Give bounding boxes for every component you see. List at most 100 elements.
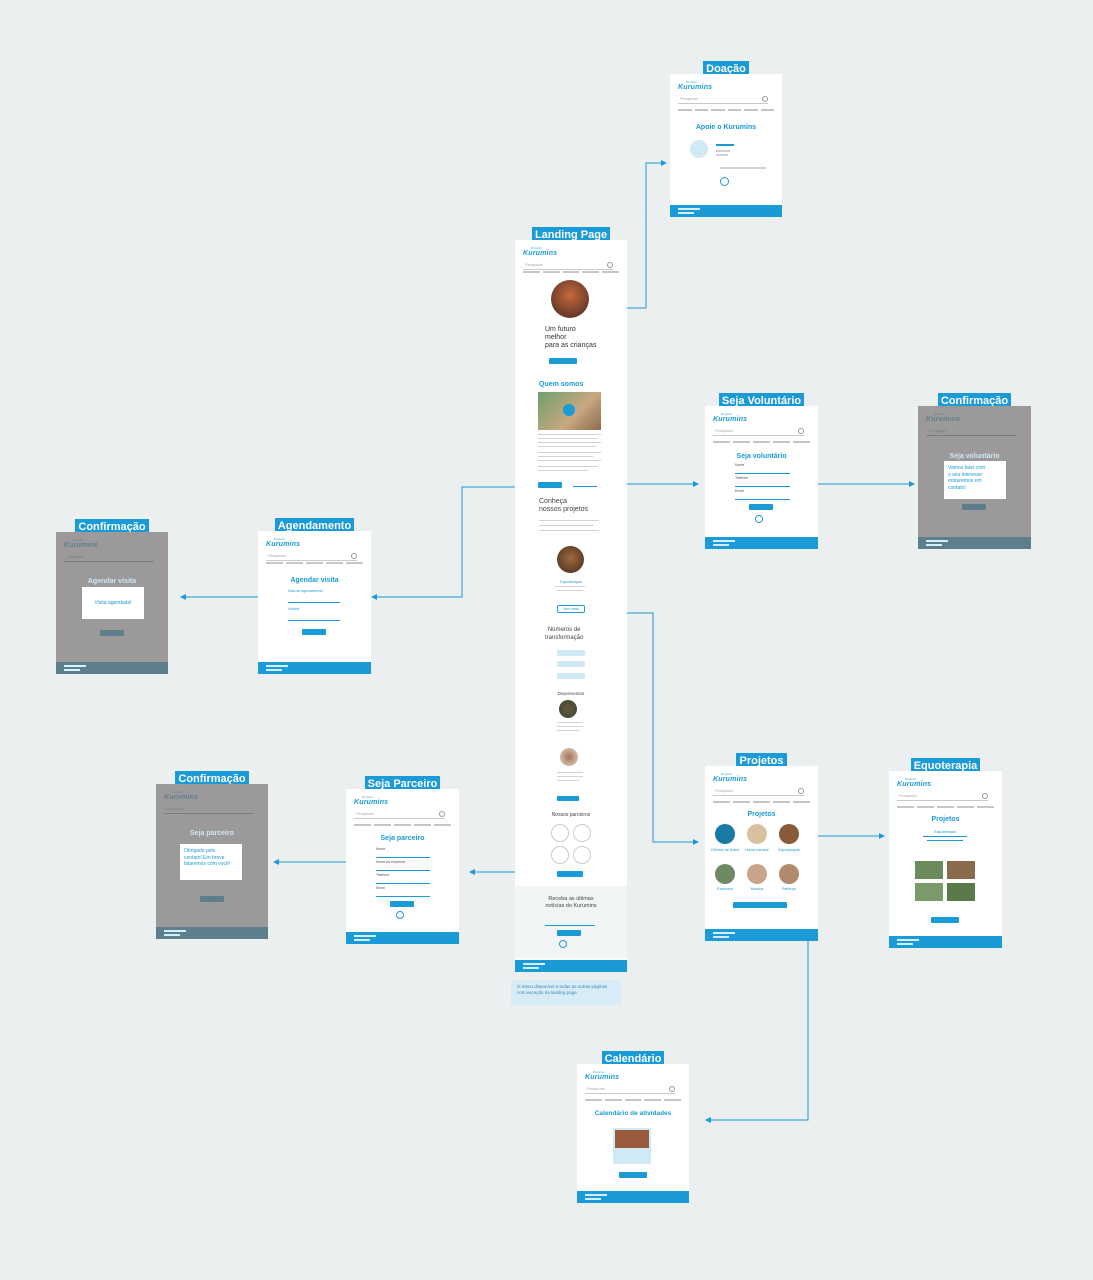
email-field[interactable]: [735, 494, 790, 500]
project-photo[interactable]: [715, 824, 735, 844]
nav-menu[interactable]: [713, 440, 810, 444]
board-title-calendario: Calendário: [601, 1051, 665, 1067]
hero-headline: Um futuro melhor para as crianças: [545, 326, 597, 349]
confirmation-modal: Vamos falar com o seu interesse entrarem…: [944, 461, 1006, 499]
page-heading: Agendar visita: [87, 578, 137, 585]
page-heading: Seja voluntário: [736, 453, 787, 460]
telefone-field[interactable]: [376, 878, 430, 884]
footer: [258, 662, 371, 674]
board-title-conf-agendamento: Confirmação: [75, 519, 149, 535]
project-photo[interactable]: [779, 824, 799, 844]
event-card[interactable]: [613, 1128, 651, 1164]
gallery-photo[interactable]: [947, 861, 975, 879]
board-title-projetos: Projetos: [736, 753, 787, 769]
page-heading: Seja parceiro: [380, 835, 425, 842]
nome-field[interactable]: [735, 468, 790, 474]
nav-menu[interactable]: [266, 561, 363, 565]
field-label-data: Data de agendamento: [288, 589, 323, 593]
testimonial-button[interactable]: [557, 796, 579, 801]
newsletter-heading: Receba as últimas notícias do Kurumins: [545, 896, 597, 909]
nav-menu[interactable]: [354, 823, 451, 827]
search-input[interactable]: Pesquisar: [164, 806, 254, 814]
saiba-mais-button[interactable]: [931, 917, 959, 923]
search-input[interactable]: Pesquisar: [585, 1086, 675, 1094]
board-title-doacao: Doação: [703, 61, 749, 77]
project-label[interactable]: Música: [750, 886, 764, 891]
field-label-horario: Horário: [288, 607, 300, 611]
stat-badge: [557, 650, 585, 656]
submit-button[interactable]: [749, 504, 773, 510]
search-input[interactable]: Pesquisar: [926, 428, 1017, 436]
numeros-heading: Números de transformação: [545, 627, 584, 641]
search-input[interactable]: Pesquisar: [266, 553, 357, 561]
footer: [705, 929, 818, 941]
ver-mais-button[interactable]: Ver mais: [557, 605, 585, 613]
nav-menu[interactable]: [585, 1098, 681, 1102]
search-input[interactable]: Pesquisar: [713, 428, 804, 436]
partner-logo: [573, 824, 591, 842]
stat-badge: [557, 661, 585, 667]
project-photo[interactable]: [715, 864, 735, 884]
project-label[interactable]: Equoterapia: [778, 847, 800, 852]
submit-button[interactable]: [962, 504, 986, 510]
project-name: Equoterapia: [560, 579, 582, 584]
nav-menu[interactable]: [678, 108, 774, 112]
seja-parceiro-button[interactable]: [557, 871, 583, 877]
submit-button[interactable]: [200, 896, 224, 902]
testimonial-avatar: [559, 700, 577, 718]
submit-button[interactable]: [100, 630, 124, 636]
project-photo[interactable]: [747, 824, 767, 844]
project-label[interactable]: Reforço: [781, 886, 796, 891]
calendario-button[interactable]: [733, 902, 787, 908]
project-photo[interactable]: [779, 864, 799, 884]
search-input[interactable]: Pesquisar: [354, 811, 445, 819]
agendar-visita-button[interactable]: [538, 482, 562, 488]
time-select[interactable]: [288, 615, 340, 621]
project-label[interactable]: Horta escolar: [745, 847, 769, 852]
gallery-photo[interactable]: [947, 883, 975, 901]
newsletter-email-field[interactable]: [545, 920, 595, 926]
project-label[interactable]: Oficina de Artes: [710, 847, 740, 852]
submit-button[interactable]: [390, 901, 414, 907]
search-input[interactable]: Pesquisar: [523, 262, 613, 270]
telefone-field[interactable]: [735, 481, 790, 487]
search-input[interactable]: Pesquisar: [897, 793, 988, 801]
newsletter-submit-button[interactable]: [557, 930, 581, 936]
search-input[interactable]: Pesquisar: [678, 96, 768, 104]
hero-button[interactable]: [549, 358, 577, 364]
footer: [705, 537, 818, 549]
email-field[interactable]: [376, 891, 430, 897]
nav-menu[interactable]: [897, 805, 994, 809]
field-label-empresa: Nome da empresa: [376, 860, 405, 864]
search-input[interactable]: Pesquisar: [64, 554, 154, 562]
nav-menu[interactable]: [523, 270, 619, 274]
empresa-field[interactable]: [376, 865, 430, 871]
voluntario-link[interactable]: [573, 482, 597, 487]
submit-button[interactable]: [302, 629, 326, 635]
project-label[interactable]: Esportes: [717, 886, 733, 891]
event-photo: [615, 1130, 649, 1148]
board-title-equoterapia: Equoterapia: [910, 758, 981, 774]
video-thumbnail[interactable]: [538, 392, 601, 430]
board-title-conf-voluntario: Confirmação: [937, 393, 1012, 409]
search-input[interactable]: Pesquisar: [713, 788, 804, 796]
inscrever-button[interactable]: [619, 1172, 647, 1178]
nome-field[interactable]: [376, 852, 430, 858]
footer: [346, 932, 459, 944]
confirmation-modal: Visita agendada!: [82, 587, 144, 619]
page-heading: Projetos: [747, 811, 776, 818]
gallery-photo[interactable]: [915, 883, 943, 901]
date-select[interactable]: [288, 597, 340, 603]
nav-menu[interactable]: [713, 800, 810, 804]
gallery-photo[interactable]: [915, 861, 943, 879]
project-photo[interactable]: [747, 864, 767, 884]
play-icon[interactable]: [563, 404, 575, 416]
